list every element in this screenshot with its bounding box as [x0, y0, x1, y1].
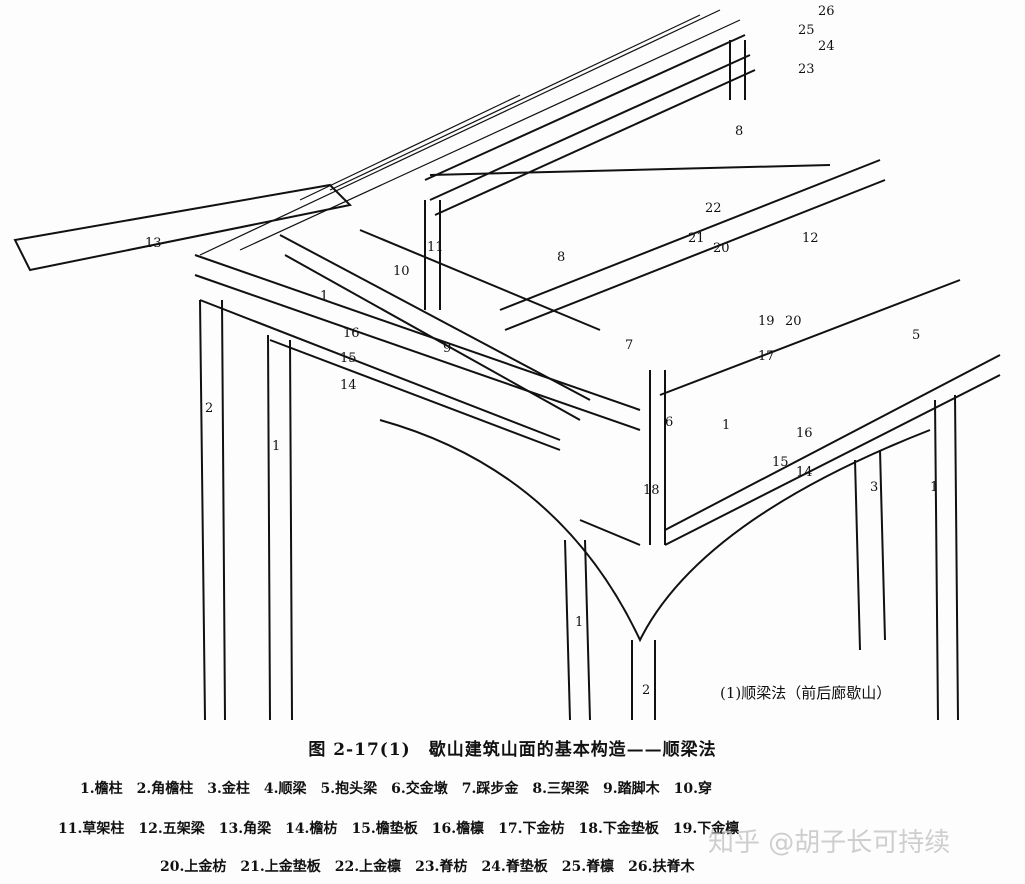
legend-item: 11.草架柱 [58, 821, 125, 837]
callout-1e: 1 [575, 615, 583, 630]
legend-item: 24.脊垫板 [481, 859, 548, 875]
legend-item: 3.金柱 [207, 781, 250, 797]
legend-item: 2.角檐柱 [136, 781, 194, 797]
callout-11: 11 [427, 240, 444, 255]
callout-13: 13 [145, 236, 162, 251]
figure-title: 图 2-17(1) 歇山建筑山面的基本构造——顺梁法 [308, 740, 717, 760]
eave-beams [194, 254, 1001, 546]
callout-19: 19 [758, 314, 775, 329]
legend-item: 7.踩步金 [461, 781, 519, 797]
callout-17: 17 [758, 349, 775, 364]
callout-2: 2 [205, 401, 213, 416]
legend-item: 23.脊枋 [415, 859, 468, 875]
legend-item: 12.五架梁 [138, 821, 205, 837]
callout-1: 1 [320, 289, 328, 304]
callout-9: 9 [443, 341, 451, 356]
callout-14b: 14 [796, 465, 813, 480]
callout-22: 22 [705, 201, 722, 216]
rafters [199, 9, 741, 256]
callout-18: 18 [643, 483, 660, 498]
callout-24: 24 [818, 39, 835, 54]
legend-row-3: 20.上金枋 21.上金垫板 22.上金檩 23.脊枋 24.脊垫板 25.脊檩 26.扶脊… [160, 856, 709, 876]
callout-8: 8 [735, 124, 743, 139]
callout-5: 5 [912, 328, 920, 343]
legend-item: 20.上金枋 [160, 859, 227, 875]
legend-item: 9.踏脚木 [603, 781, 660, 797]
corner-beam [13, 183, 353, 272]
legend-item: 6.交金墩 [391, 781, 448, 797]
legend-item: 8.三架梁 [532, 781, 589, 797]
legend-item: 1.檐柱 [80, 781, 123, 797]
callout-1b: 1 [272, 439, 280, 454]
legend-item: 19.下金檩 [672, 821, 740, 837]
callout-20b: 20 [785, 314, 802, 329]
callout-16: 16 [343, 326, 360, 341]
legend-row-2: 11.草架柱 12.五架梁 13.角梁 14.檐枋 15.檐垫板 16.檐檩 17.下金枋 1… [58, 818, 753, 838]
ridge-beams [424, 34, 756, 216]
legend-item: 26.扶脊木 [628, 859, 695, 875]
legend-item: 14.檐枋 [285, 821, 338, 837]
legend-item: 10.穿 [673, 781, 712, 797]
callout-23: 23 [798, 62, 815, 77]
callout-20: 20 [713, 241, 730, 256]
legend-item: 21.上金垫板 [240, 859, 321, 875]
callout-1d: 1 [930, 480, 938, 495]
columns [199, 40, 959, 721]
callout-12: 12 [802, 231, 819, 246]
legend-item: 5.抱头梁 [320, 781, 378, 797]
callout-14: 14 [340, 378, 357, 393]
watermark: 知乎 @胡子长可持续 [708, 828, 951, 858]
callout-7: 7 [625, 338, 633, 353]
callout-15b: 15 [772, 455, 789, 470]
legend-item: 16.檐檩 [431, 821, 485, 837]
callout-16b: 16 [796, 426, 813, 441]
legend-item: 25.脊檩 [561, 859, 615, 875]
roof-edge-curve [379, 419, 931, 643]
legend-item: 18.下金垫板 [578, 821, 659, 837]
legend-item: 17.下金枋 [498, 821, 565, 837]
callout-1c: 1 [722, 418, 730, 433]
callout-10: 10 [393, 264, 410, 279]
callout-26: 26 [818, 4, 835, 19]
callout-8b: 8 [557, 250, 565, 265]
callout-25: 25 [798, 23, 815, 38]
callout-6: 6 [665, 415, 673, 430]
subcaption: (1)顺梁法（前后廊歇山） [720, 684, 892, 702]
legend-item: 22.上金檩 [334, 859, 402, 875]
legend-row-1: 1.檐柱 2.角檐柱 3.金柱 4.顺梁 5.抱头梁 6.交金墩 7.踩步金 8.三架梁 9.踏… [80, 778, 726, 798]
callout-labels: 26 25 24 23 8 22 21 20 12 13 11 10 8 1 1… [145, 4, 938, 698]
callout-3: 3 [870, 480, 878, 495]
upper-beams [279, 159, 886, 421]
callout-15: 15 [340, 351, 357, 366]
callout-2b: 2 [642, 683, 650, 698]
callout-21: 21 [688, 231, 705, 246]
legend-item: 15.檐垫板 [351, 821, 418, 837]
legend-item: 13.角梁 [218, 821, 272, 837]
legend-item: 4.顺梁 [263, 781, 307, 797]
roof-structure-drawing: 26 25 24 23 8 22 21 20 12 13 11 10 8 1 1… [13, 4, 1001, 721]
